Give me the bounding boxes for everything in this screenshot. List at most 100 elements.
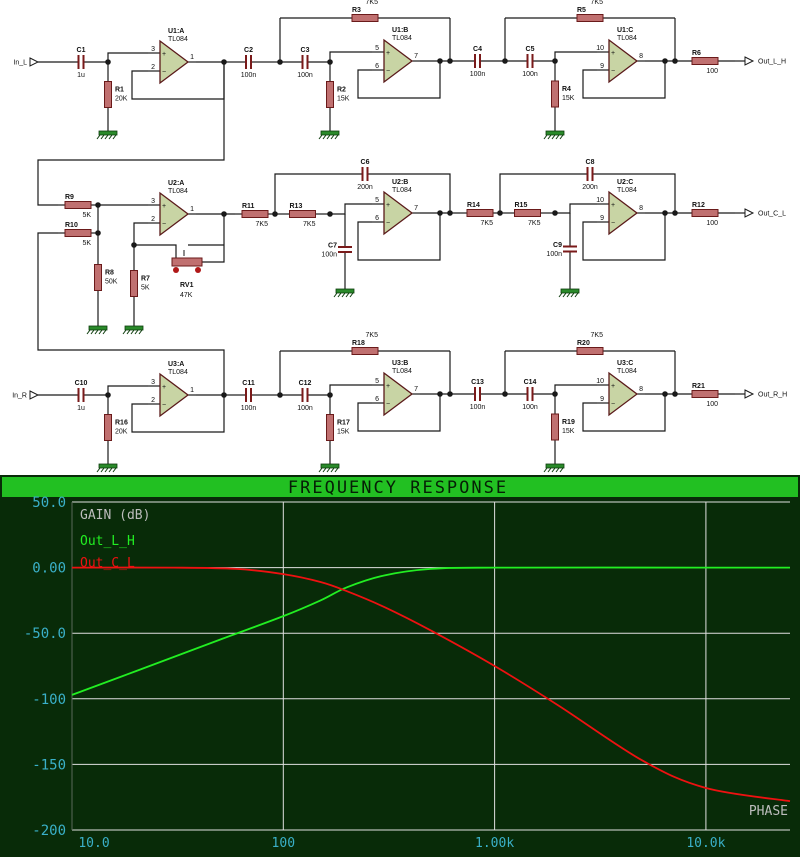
pin-number: 7 <box>414 53 418 60</box>
ref-r10: R10 <box>65 222 78 229</box>
wire <box>357 394 441 432</box>
wire <box>274 173 340 214</box>
ground-hatch <box>86 329 91 335</box>
ref-r15: R15 <box>515 202 528 209</box>
ref-r4: R4 <box>562 86 571 93</box>
ground-hatch <box>334 134 339 140</box>
opamp-plus-sign: + <box>611 383 615 390</box>
x-tick-label: 10.0 <box>78 836 109 851</box>
val-c11: 100n <box>241 405 257 412</box>
ground-hatch <box>318 467 323 473</box>
port-label-out_c_l: Out_C_L <box>758 211 786 218</box>
component-labels: In_LC11uR120K+−321U1:ATL084C2100nC3100nR… <box>12 0 787 436</box>
resistor-r20 <box>576 347 604 355</box>
val-r15: 7K5 <box>528 220 541 227</box>
wire <box>330 203 372 215</box>
junction-dot <box>662 391 668 397</box>
ref-r3: R3 <box>352 7 361 14</box>
ground-hatch <box>341 292 346 298</box>
ground-hatch <box>100 134 105 140</box>
resistor-r19 <box>551 413 559 441</box>
ref-r2: R2 <box>337 87 346 94</box>
opamp-minus-sign: − <box>611 220 615 227</box>
opamp-plus-sign: + <box>162 384 166 391</box>
val-c13: 100n <box>470 404 486 411</box>
opamp-plus-sign: + <box>162 203 166 210</box>
resistor-r17 <box>326 414 334 441</box>
pin-number: 7 <box>414 205 418 212</box>
ref-c5: C5 <box>526 46 535 53</box>
opamp-part: TL084 <box>617 35 637 42</box>
val-r9: 5K <box>82 212 91 219</box>
val-c1: 1u <box>77 72 85 79</box>
port-label-in_l: In_L <box>13 60 27 67</box>
wires <box>37 17 745 464</box>
opamp-ref: U1:B <box>392 27 408 34</box>
opamp-plus-sign: + <box>611 50 615 57</box>
resistor-r9 <box>64 201 92 209</box>
y-tick-label: -150 <box>32 757 66 773</box>
resistor-r6 <box>691 57 719 65</box>
val-c8: 200n <box>582 184 598 191</box>
opamp-u1-c <box>608 38 639 84</box>
opamp-u1-a <box>159 39 190 85</box>
output-port-out_l_h <box>744 56 755 66</box>
opamp-plus-sign: + <box>386 202 390 209</box>
ground-hatch <box>349 292 354 298</box>
val-r16: 20K <box>115 429 128 436</box>
ground-hatch <box>108 467 113 473</box>
ground-hatch <box>558 292 563 298</box>
opamp-ref: U3:A <box>168 361 184 368</box>
port-label-in_r: In_R <box>12 393 27 400</box>
ground-hatch <box>94 329 99 335</box>
ground-hatch <box>100 467 105 473</box>
wire <box>131 61 225 100</box>
x-tick-label: 100 <box>272 836 295 851</box>
resistor-r21 <box>691 390 719 398</box>
opamp-ref: U2:A <box>168 180 184 187</box>
pot-terminal <box>173 267 179 273</box>
ground-hatch <box>562 292 567 298</box>
opamp-minus-sign: − <box>162 69 166 76</box>
opamp-minus-sign: − <box>162 402 166 409</box>
opamp-u3-b <box>383 371 414 417</box>
ref-c9: C9 <box>553 242 562 249</box>
ref-r6: R6 <box>692 50 701 57</box>
ref-r13: R13 <box>290 203 303 210</box>
pin-number: 1 <box>190 54 194 61</box>
val-c14: 100n <box>522 404 538 411</box>
ground-hatch <box>98 329 103 335</box>
wire <box>131 394 225 433</box>
ground-hatch <box>574 292 579 298</box>
ground-hatch <box>337 292 342 298</box>
val-r2: 15K <box>337 96 350 103</box>
ref-c11: C11 <box>242 380 255 387</box>
resistor-r3 <box>351 14 379 22</box>
pin-number: 8 <box>639 205 643 212</box>
opamp-u3-c <box>608 371 639 417</box>
x-tick-label: 1.00k <box>475 836 514 851</box>
resistor-r13 <box>289 210 316 218</box>
wire <box>329 384 372 395</box>
opamp-minus-sign: − <box>611 68 615 75</box>
wire <box>37 232 225 395</box>
pin-number: 5 <box>375 45 379 52</box>
val-c6: 200n <box>357 184 373 191</box>
ground-hatch <box>104 134 109 140</box>
opamp-plus-sign: + <box>386 383 390 390</box>
ref-r1: R1 <box>115 87 124 94</box>
series-line-out-c-l <box>71 566 791 803</box>
pin-number: 6 <box>375 63 379 70</box>
pin-number: 8 <box>639 53 643 60</box>
opamp-plus-sign: + <box>611 202 615 209</box>
val-r8: 50K <box>105 279 118 286</box>
val-r3: 7K5 <box>366 0 379 6</box>
ground-hatch <box>130 329 135 335</box>
ref-c8: C8 <box>586 159 595 166</box>
ref-r12: R12 <box>692 202 705 209</box>
pin-number: 3 <box>151 46 155 53</box>
resistor-r16 <box>104 414 112 441</box>
ref-c12: C12 <box>299 380 312 387</box>
ground-symbol <box>320 130 340 136</box>
